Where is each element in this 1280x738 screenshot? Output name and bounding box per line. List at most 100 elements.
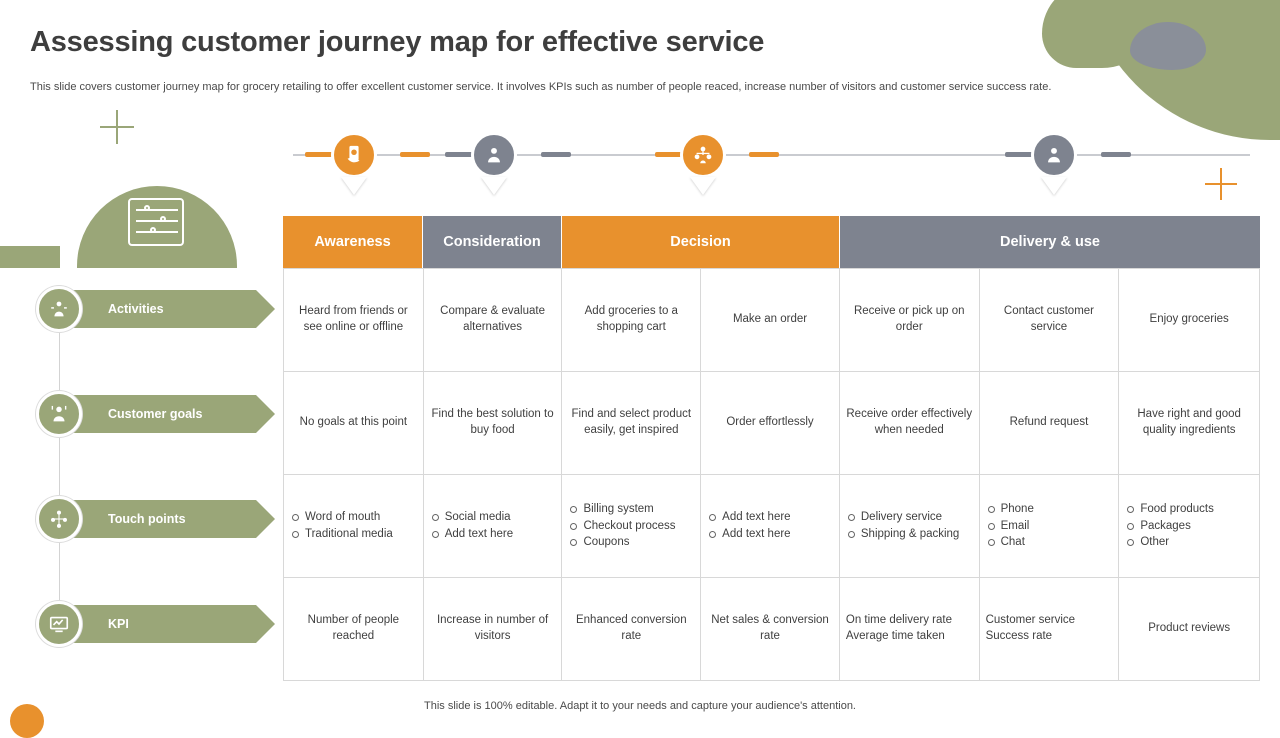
list-item: Social media	[430, 509, 513, 526]
timeline-dash	[305, 152, 335, 157]
cell-kpi-decision-1: Enhanced conversion rate	[562, 578, 702, 680]
list-item: Packages	[1125, 518, 1214, 535]
row-label-customer-goals[interactable]: Customer goals	[28, 391, 278, 437]
cell-touch-awareness: Word of mouth Traditional media	[284, 475, 424, 577]
page-subtitle: This slide covers customer journey map f…	[30, 81, 1052, 93]
table-row: Heard from friends or see online or offl…	[283, 268, 1260, 372]
list-item: Traditional media	[290, 526, 393, 543]
list-item: Phone	[986, 501, 1034, 518]
bullet-list: Food products Packages Other	[1125, 501, 1214, 551]
list-item: Add text here	[707, 526, 791, 543]
row-label-activities[interactable]: Activities	[28, 286, 278, 332]
activities-icon	[51, 301, 67, 317]
footer-note: This slide is 100% editable. Adapt it to…	[424, 700, 856, 712]
bullet-list: Delivery service Shipping & packing	[846, 509, 959, 542]
cell-touch-decision-2: Add text here Add text here	[701, 475, 840, 577]
kpi-icon-circle	[36, 601, 82, 647]
timeline-dash	[400, 152, 430, 157]
cell-goals-decision-1: Find and select product easily, get insp…	[562, 372, 702, 474]
cell-touch-consideration: Social media Add text here	[424, 475, 563, 577]
cell-activities-decision-1: Add groceries to a shopping cart	[562, 269, 702, 371]
cell-activities-awareness: Heard from friends or see online or offl…	[284, 269, 424, 371]
people-group-icon	[694, 146, 712, 164]
bullet-list: Phone Email Chat	[986, 501, 1034, 551]
row-label-text: KPI	[108, 617, 129, 631]
list-item: Checkout process	[568, 518, 675, 535]
cell-goals-delivery-3: Have right and good quality ingredients	[1137, 408, 1241, 436]
bullet-list: Social media Add text here	[430, 509, 513, 542]
cell-kpi-consideration: Increase in number of visitors	[424, 578, 563, 680]
row-label-column: Activities Customer goals Touch points	[28, 286, 278, 710]
cell-activities-delivery-1: Receive or pick up on order	[840, 269, 980, 371]
customer-goals-icon	[51, 405, 67, 422]
person-search-icon	[488, 147, 500, 163]
decorative-gray-blob	[1130, 22, 1206, 70]
cell-touch-decision-1: Billing system Checkout process Coupons	[562, 475, 702, 577]
cell-activities-delivery-3: Enjoy groceries	[1149, 313, 1229, 326]
bullet-list: Word of mouth Traditional media	[290, 509, 393, 542]
timeline-dash	[749, 152, 779, 157]
bullet-list: Add text here Add text here	[707, 509, 791, 543]
person-check-icon	[1048, 147, 1060, 163]
cell-touch-delivery-3: Food products Packages Other	[1119, 475, 1259, 577]
customer-goals-icon-circle	[36, 391, 82, 437]
timeline-dash	[541, 152, 571, 157]
timeline-node-awareness[interactable]	[331, 132, 377, 178]
list-item: Other	[1125, 534, 1214, 551]
mobile-hand-icon	[347, 145, 360, 163]
table-row: No goals at this point Find the best sol…	[283, 372, 1260, 475]
cell-activities-delivery-2: Contact customer service	[980, 269, 1120, 371]
cell-kpi-delivery-2: Customer service Success rate	[980, 578, 1120, 680]
row-label-text: Customer goals	[108, 407, 203, 421]
list-item: Food products	[1125, 501, 1214, 518]
list-item: Add text here	[707, 509, 791, 526]
timeline-node-delivery[interactable]	[1031, 132, 1077, 178]
matrix-header-awareness[interactable]: Awareness	[283, 216, 423, 268]
timeline-dash	[445, 152, 475, 157]
cell-goals-consideration: Find the best solution to buy food	[424, 372, 563, 474]
matrix-header-delivery-use[interactable]: Delivery & use	[840, 216, 1260, 268]
timeline-node-consideration[interactable]	[471, 132, 517, 178]
cell-goals-delivery-1: Receive order effectively when needed	[840, 372, 980, 474]
row-label-text: Touch points	[108, 512, 186, 526]
crosshair-mark-left	[100, 110, 134, 144]
cell-kpi-delivery-3: Product reviews	[1148, 622, 1231, 635]
row-label-text: Activities	[108, 302, 164, 316]
cell-kpi-delivery-1: On time delivery rate Average time taken	[840, 578, 980, 680]
touch-points-icon-circle	[36, 496, 82, 542]
kpi-icon	[49, 616, 69, 633]
table-row: Word of mouth Traditional media Social m…	[283, 475, 1260, 578]
list-item: Shipping & packing	[846, 526, 959, 543]
cell-kpi-awareness: Number of people reached	[284, 578, 424, 680]
matrix-header-consideration[interactable]: Consideration	[423, 216, 562, 268]
journey-matrix: Awareness Consideration Decision Deliver…	[283, 216, 1260, 681]
list-item: Email	[986, 518, 1034, 535]
timeline-node-decision[interactable]	[680, 132, 726, 178]
timeline-dash	[1101, 152, 1131, 157]
timeline-dash	[655, 152, 685, 157]
matrix-header-decision[interactable]: Decision	[562, 216, 840, 268]
cell-goals-delivery-2: Refund request	[980, 372, 1120, 474]
journey-timeline	[283, 132, 1260, 180]
activities-icon-circle	[36, 286, 82, 332]
cell-touch-delivery-1: Delivery service Shipping & packing	[840, 475, 980, 577]
dashboard-icon	[128, 198, 184, 246]
cell-goals-awareness: No goals at this point	[284, 372, 424, 474]
list-item: Add text here	[430, 526, 513, 543]
crosshair-mark-right	[1205, 168, 1237, 200]
cell-activities-consideration: Compare & evaluate alternatives	[424, 269, 563, 371]
table-row: Number of people reached Increase in num…	[283, 578, 1260, 681]
row-label-kpi[interactable]: KPI	[28, 601, 278, 647]
cell-activities-decision-2: Make an order	[701, 269, 840, 371]
page-title: Assessing customer journey map for effec…	[30, 26, 765, 58]
list-item: Billing system	[568, 501, 675, 518]
list-item: Coupons	[568, 534, 675, 551]
row-label-touch-points[interactable]: Touch points	[28, 496, 278, 542]
matrix-header-row: Awareness Consideration Decision Deliver…	[283, 216, 1260, 268]
decorative-green-bar	[0, 246, 60, 268]
cell-goals-decision-2: Order effortlessly	[701, 372, 840, 474]
bullet-list: Billing system Checkout process Coupons	[568, 501, 675, 551]
list-item: Chat	[986, 534, 1034, 551]
row-label-connector-line	[59, 300, 60, 630]
cell-touch-delivery-2: Phone Email Chat	[980, 475, 1120, 577]
